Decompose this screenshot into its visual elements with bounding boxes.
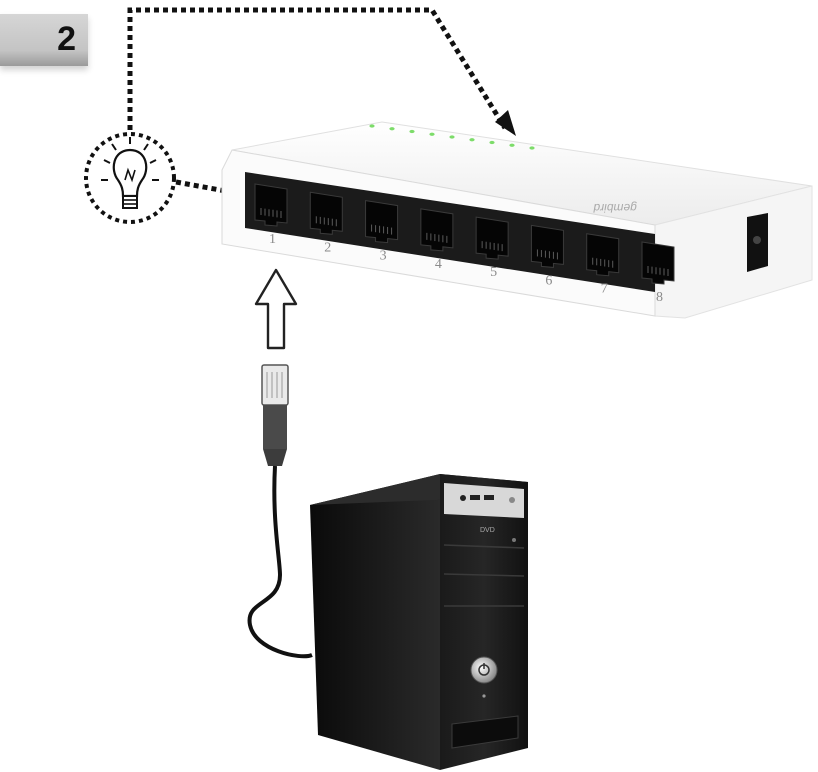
port-number-label: 7 xyxy=(601,282,608,297)
step-number: 2 xyxy=(57,20,76,58)
ethernet-port xyxy=(475,216,509,260)
switch-led xyxy=(489,140,495,145)
network-switch: gembird 1 2 3 4 5 6 7 8 xyxy=(221,121,813,319)
power-jack xyxy=(747,213,768,272)
step-badge: 2 xyxy=(0,14,88,66)
up-arrow-icon xyxy=(254,268,298,350)
ethernet-port xyxy=(420,208,454,252)
ethernet-port xyxy=(309,191,343,235)
switch-led xyxy=(429,132,435,136)
ethernet-cable xyxy=(247,465,313,659)
port-number-label: 6 xyxy=(545,273,552,288)
ethernet-port xyxy=(586,233,620,277)
ethernet-plug-icon xyxy=(261,364,289,466)
switch-led xyxy=(389,127,395,131)
svg-text:DVD: DVD xyxy=(480,527,495,534)
dotted-pointer-line xyxy=(127,7,508,130)
lightbulb-icon xyxy=(84,132,176,224)
switch-led xyxy=(529,146,535,150)
ethernet-port xyxy=(254,183,288,227)
switch-led xyxy=(469,138,475,142)
port-number-label: 1 xyxy=(269,232,276,247)
dotted-pointer-arrowhead xyxy=(495,110,516,136)
switch-led xyxy=(369,124,375,128)
ethernet-port xyxy=(365,199,399,244)
computer-power-button xyxy=(470,656,498,684)
switch-led xyxy=(409,129,415,134)
port-number-label: 2 xyxy=(324,240,331,255)
port-number-label: 5 xyxy=(490,265,497,280)
switch-port-labels: 1 2 3 4 5 6 7 8 xyxy=(269,232,663,305)
switch-led-row xyxy=(369,124,535,150)
computer-side xyxy=(310,474,440,770)
port-number-label: 3 xyxy=(380,249,387,264)
port-number-label: 4 xyxy=(435,257,442,272)
port-number-label: 8 xyxy=(656,290,663,305)
ethernet-port xyxy=(641,241,675,285)
switch-ports xyxy=(254,183,675,285)
switch-brand-label: gembird xyxy=(592,201,638,215)
ethernet-port xyxy=(530,224,564,268)
desktop-tower-icon: DVD xyxy=(310,474,528,770)
switch-led xyxy=(509,143,515,147)
switch-led xyxy=(449,135,455,139)
